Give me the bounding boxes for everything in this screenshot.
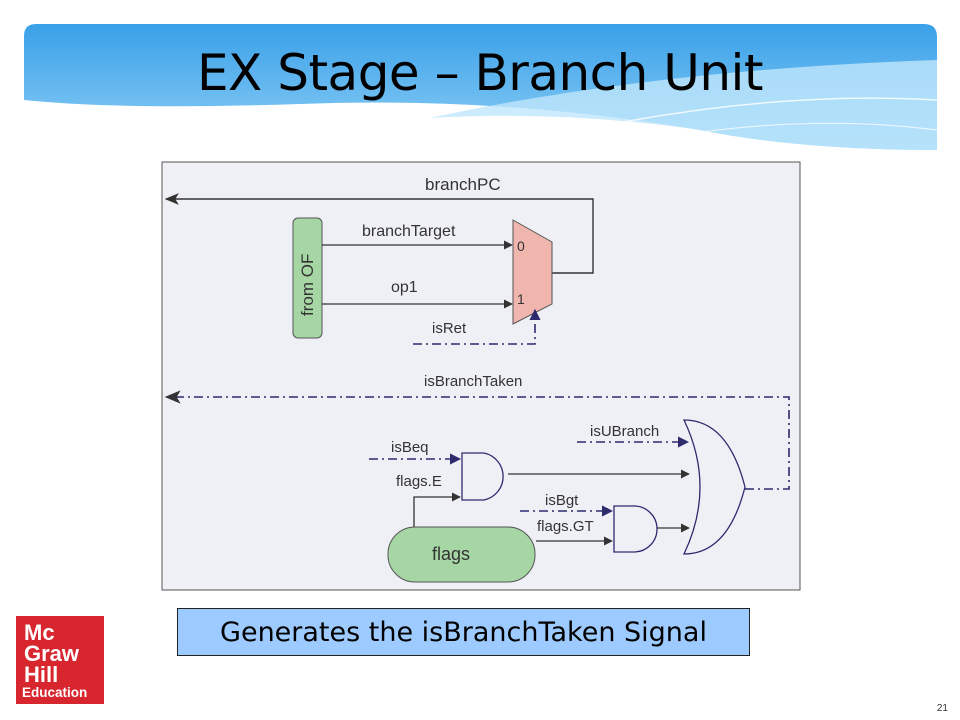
is-bgt-label: isBgt [545, 492, 579, 509]
title-banner [24, 24, 938, 166]
logo-line-2: Graw [24, 641, 80, 666]
is-beq-label: isBeq [391, 439, 429, 456]
mux-input-0: 0 [517, 238, 525, 254]
is-ubranch-label: isUBranch [590, 423, 659, 440]
flags-e-wire [413, 492, 461, 528]
flags-gt-label: flags.GT [537, 518, 594, 535]
page-number: 21 [936, 703, 948, 714]
logo-line-1: Mc [24, 620, 55, 645]
slide-title: EX Stage – Branch Unit [196, 44, 764, 102]
branch-pc-mux [512, 219, 553, 325]
branch-pc-wire [164, 193, 594, 274]
from-of-label: from OF [298, 254, 317, 316]
op1-label: op1 [391, 279, 418, 296]
diagram-frame [161, 161, 801, 591]
and-gate-bgt [613, 505, 658, 553]
mux-input-1: 1 [517, 291, 525, 307]
flags-label: flags [432, 544, 470, 564]
caption-box: Generates the isBranchTaken Signal [177, 608, 750, 656]
from-of-block [292, 217, 323, 339]
branch-pc-label: branchPC [425, 175, 501, 194]
is-branch-taken-wire [164, 390, 790, 490]
logo-line-4: Education [22, 685, 88, 700]
mcgraw-hill-logo: Mc Graw Hill Education [16, 616, 104, 704]
and-gate-beq [461, 452, 504, 501]
is-ret-label: isRet [432, 320, 467, 337]
logo-line-3: Hill [24, 662, 59, 687]
flags-block [387, 526, 536, 583]
branch-target-label: branchTarget [362, 223, 456, 240]
flags-e-label: flags.E [396, 473, 442, 490]
or-gate [682, 419, 746, 555]
is-ret-wire [413, 308, 541, 345]
is-branch-taken-label: isBranchTaken [424, 373, 522, 390]
